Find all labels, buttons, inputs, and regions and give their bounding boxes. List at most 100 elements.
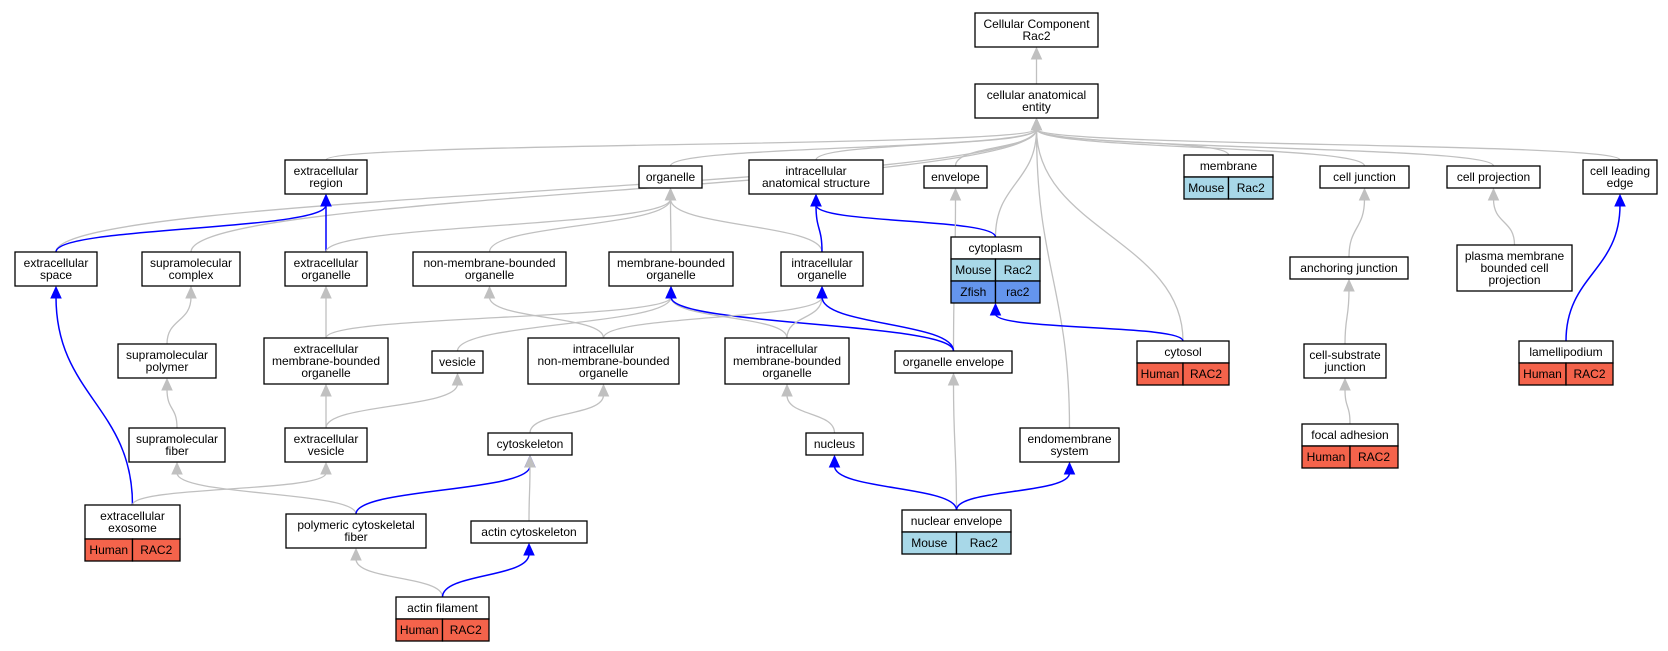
- edge-exreg-to-cae: [325, 128, 1038, 161]
- edge-orgenv-to-intorg: [821, 296, 955, 352]
- node-label-line: organelle envelope: [903, 355, 1005, 369]
- node-label-line: focal adhesion: [1311, 428, 1388, 442]
- node-label-line: intracellular: [785, 164, 846, 178]
- node-label-line: fiber: [165, 444, 188, 458]
- arrowhead-cae-to-cc: [1030, 46, 1043, 60]
- species-cell: [1182, 362, 1230, 386]
- edge-anchoring-to-celljunction: [1348, 198, 1366, 258]
- node-vesicle[interactable]: vesicle: [431, 350, 484, 374]
- edge-cytoplasm-to-ias: [815, 204, 997, 238]
- arrowhead-nucenv-to-endomem: [1063, 461, 1076, 475]
- node-box: [974, 12, 1099, 48]
- node-cellproj[interactable]: cell projection: [1446, 165, 1541, 189]
- node-label-line: bounded cell: [1480, 261, 1548, 275]
- node-label-line: vesicle: [308, 444, 345, 458]
- edge-pcf-to-supfiber: [176, 472, 357, 515]
- arrowhead-inmbo-to-nmbo: [483, 285, 496, 299]
- arrowhead-intorg-to-organelle: [664, 187, 677, 201]
- arrowhead-exosome-to-exspace: [50, 285, 62, 299]
- node-label-line: membrane-bounded: [272, 354, 380, 368]
- species-cell-label: Human: [1307, 450, 1346, 464]
- node-nucleus[interactable]: nucleus: [805, 432, 864, 456]
- node-label-line: nuclear envelope: [911, 514, 1003, 528]
- node-label-line: junction: [1323, 360, 1365, 374]
- species-cell: [131, 538, 181, 562]
- node-envelope[interactable]: envelope: [923, 165, 988, 189]
- node-label-line: extracellular: [100, 509, 165, 523]
- node-actincyto[interactable]: actin cytoskeleton: [470, 520, 588, 544]
- node-orgenv[interactable]: organelle envelope: [894, 350, 1013, 374]
- edge-cytoskel-to-inmbo: [529, 394, 605, 434]
- edge-actinfil-to-actincyto: [441, 553, 530, 598]
- arrowhead-actincyto-to-cytoskel: [524, 454, 536, 468]
- node-box: [128, 427, 226, 463]
- node-inmbo[interactable]: intracellularnon-membrane-boundedorganel…: [527, 337, 680, 385]
- node-label-line: Cellular Component: [983, 17, 1090, 31]
- node-box: [1456, 244, 1573, 292]
- arrowhead-orgenv-to-intorg: [816, 285, 828, 299]
- node-label-line: anatomical structure: [762, 176, 870, 190]
- edge-exspace-to-cae: [55, 128, 1038, 253]
- edge-intorg-to-organelle: [669, 198, 823, 253]
- node-label-line: organelle: [301, 268, 351, 282]
- node-label-line: envelope: [931, 170, 980, 184]
- edge-exves-to-vesicle: [325, 383, 459, 429]
- arrowhead-actinfil-to-actincyto: [523, 542, 535, 556]
- node-anchoring[interactable]: anchoring junction: [1289, 256, 1409, 280]
- edge-nmbo-to-organelle: [488, 198, 672, 253]
- edge-exmbo-to-mbo: [325, 296, 672, 339]
- node-label-line: intracellular: [573, 342, 634, 356]
- node-box: [974, 83, 1099, 119]
- node-box: [638, 165, 703, 189]
- node-label-line: plasma membrane: [1465, 249, 1565, 263]
- node-box: [84, 504, 181, 540]
- node-box: [1582, 159, 1658, 195]
- node-box: [894, 350, 1013, 374]
- node-cytoskel[interactable]: cytoskeleton: [487, 432, 573, 456]
- edge-intorg-to-ias: [815, 204, 823, 253]
- edge-orgenv-to-mbo: [670, 296, 955, 352]
- species-cell: [994, 280, 1041, 304]
- node-celljunction[interactable]: cell junction: [1319, 165, 1410, 189]
- edge-actinfil-to-pcf: [355, 558, 444, 598]
- node-label-line: cytoplasm: [968, 241, 1022, 255]
- edge-pcf-to-cytoskel: [355, 465, 531, 515]
- node-label-line: organelle: [762, 366, 812, 380]
- edge-pmbcp-to-cellproj: [1492, 198, 1516, 246]
- node-organelle[interactable]: organelle: [638, 165, 703, 189]
- node-box: [412, 251, 567, 287]
- node-label-line: supramolecular: [126, 348, 208, 362]
- edge-nucenv-to-endomem: [955, 472, 1071, 511]
- node-label-line: membrane-bounded: [733, 354, 841, 368]
- node-label-line: anchoring junction: [1300, 261, 1397, 275]
